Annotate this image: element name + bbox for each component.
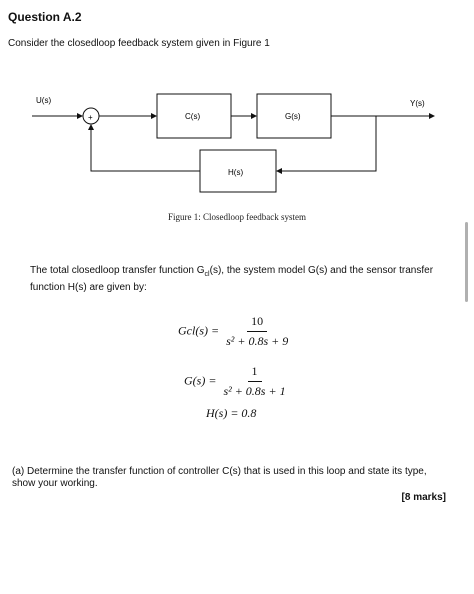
equation-g: G(s) = 1 s² + 0.8s + 1 [184,364,290,399]
gcl-numerator: 10 [247,314,268,332]
paragraph-part2: (s), the system model G(s) and the senso… [30,265,434,293]
equation-h: H(s) = 0.8 [206,406,257,420]
feedback-path-right [276,116,377,174]
sensor-label: H(s) [228,168,243,177]
paragraph-part1: The total closedloop transfer function G [30,265,205,276]
controller-label: C(s) [185,112,200,121]
plant-label: G(s) [285,112,301,121]
feedback-path-left [88,124,200,172]
paragraph: The total closedloop transfer function G… [30,264,470,294]
intro-text: Consider the closedloop feedback system … [8,38,270,49]
equation-gcl: Gcl(s) = 10 s² + 0.8s + 9 [178,314,292,349]
figure-caption: Figure 1: Closedloop feedback system [168,212,306,222]
question-title: Question A.2 [8,10,82,24]
part-a-question: (a) Determine the transfer function of c… [12,466,427,489]
output-label: Y(s) [410,99,425,108]
gcl-fraction: 10 s² + 0.8s + 9 [222,314,292,349]
g-numerator: 1 [247,364,262,382]
g-fraction: 1 s² + 0.8s + 1 [219,364,289,399]
g-denominator: s² + 0.8s + 1 [223,384,286,398]
scrollbar[interactable] [465,222,468,302]
sum-sign: + [88,113,93,122]
block-diagram: U(s) + C(s) G(s) Y(s) H(s) [32,93,435,193]
input-label: U(s) [36,96,51,105]
controller-block [156,93,232,139]
g-lhs: G(s) = [184,373,217,388]
gcl-lhs: Gcl(s) = [178,323,220,338]
marks-label: [8 marks] [401,492,446,503]
sensor-block [199,149,277,193]
paragraph-sub: cl [204,271,210,278]
gcl-denominator: s² + 0.8s + 9 [226,334,289,348]
